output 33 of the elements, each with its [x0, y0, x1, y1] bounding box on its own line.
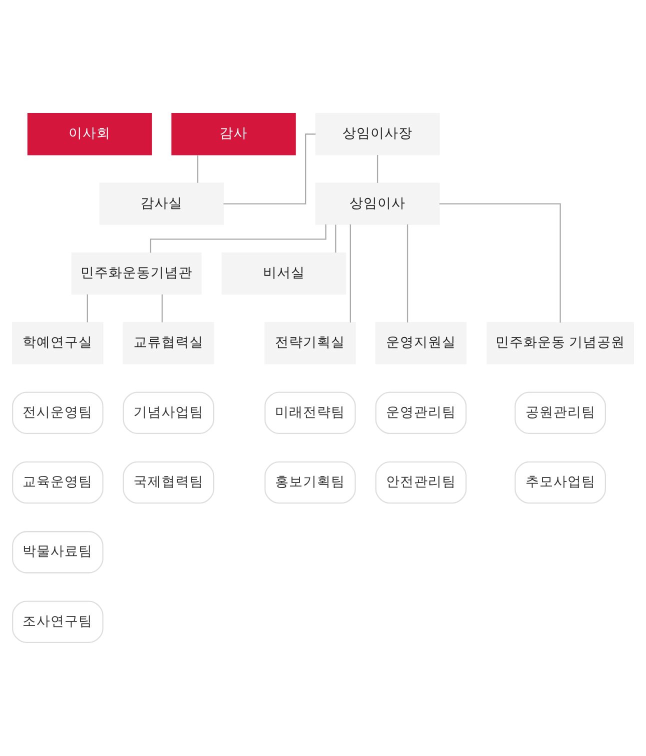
- node-box: 민주화운동 기념공원: [486, 322, 634, 364]
- node-box: 박물사료팀: [12, 531, 104, 574]
- node-box: 미래전략팀: [264, 392, 356, 434]
- connector: [86, 294, 88, 322]
- node-box: 이사회: [27, 113, 152, 156]
- node-box: 교류협력실: [122, 322, 214, 364]
- node-box: 국제협력팀: [122, 461, 214, 504]
- connector: [406, 224, 408, 322]
- connector: [335, 224, 336, 253]
- connector: [224, 134, 316, 204]
- node-box: 교육운영팀: [12, 461, 104, 504]
- connector: [350, 224, 351, 322]
- node-box: 학예연구실: [12, 322, 104, 364]
- node-box: 운영지원실: [375, 322, 467, 364]
- connector: [439, 203, 561, 323]
- node-box: 홍보기획팀: [264, 461, 356, 504]
- node-box: 추모사업팀: [514, 461, 606, 504]
- connector: [376, 155, 378, 183]
- node-box: 감사: [171, 113, 296, 156]
- node-box: 감사실: [99, 182, 224, 225]
- node-box: 조사연구팀: [12, 600, 104, 643]
- node-box: 안전관리팀: [375, 461, 467, 504]
- node-box: 상임이사장: [315, 113, 440, 156]
- node-box: 전략기획실: [264, 322, 356, 364]
- node-box: 민주화운동기념관: [71, 252, 202, 295]
- connector: [197, 155, 198, 183]
- node-box: 전시운영팀: [12, 392, 104, 434]
- connector: [162, 294, 163, 322]
- node-box: 비서실: [222, 252, 346, 295]
- node-box: 공원관리팀: [514, 392, 606, 434]
- node-box: 기념사업팀: [122, 392, 214, 434]
- node-box: 운영관리팀: [375, 392, 467, 434]
- node-box: 상임이사: [315, 182, 440, 225]
